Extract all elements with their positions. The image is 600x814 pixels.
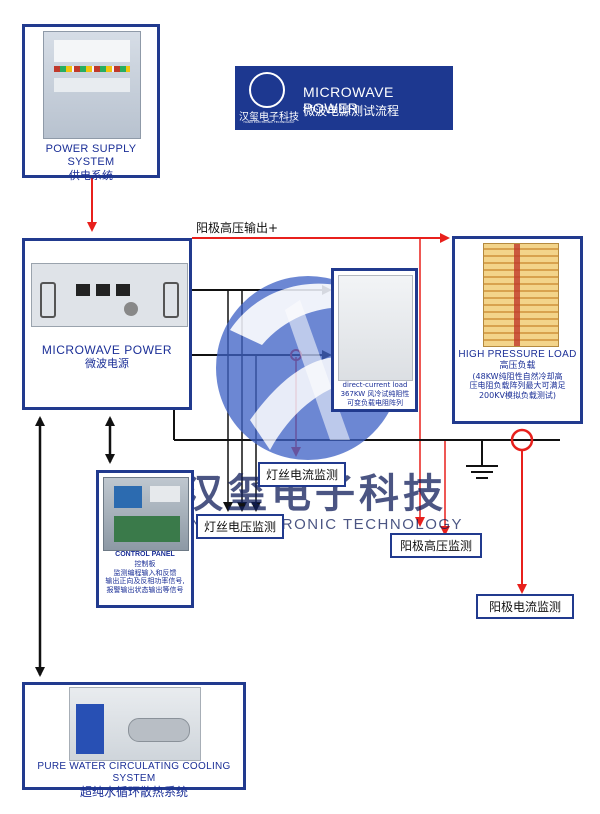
logo-text: 汉玺电子科技 <box>239 112 299 123</box>
anode-hv-monitor-label: 阳极高压监测 <box>390 533 482 558</box>
brand-logo-icon <box>249 72 285 108</box>
high-pressure-load-box: HIGH PRESSURE LOAD 高压负载 (48KW纯阻性自然冷却高 压电… <box>452 236 583 424</box>
power-supply-box: POWER SUPPLY SYSTEM 供电系统 <box>22 24 160 182</box>
logo-subtext: HANXI ELECTRONIC TECHNOLOGY <box>243 120 295 124</box>
anode-current-monitor-label: 阳极电流监测 <box>476 594 574 619</box>
power-cabinet-image <box>43 31 141 139</box>
control-panel-box: CONTROL PANEL 控制板 监测编程输入和反馈 输出正向及反相功率信号,… <box>96 470 194 608</box>
hp-load-title: HIGH PRESSURE LOAD <box>458 349 577 360</box>
control-panel-image <box>103 477 189 551</box>
cooling-system-title: PURE WATER CIRCULATING COOLING SYSTEM <box>37 761 231 784</box>
hp-load-desc-1: (48KW纯阻性自然冷却高 <box>472 371 563 381</box>
title-zh: 微波电源测试流程 <box>303 104 400 118</box>
cooling-system-box: PURE WATER CIRCULATING COOLING SYSTEM 超纯… <box>22 682 246 799</box>
control-panel-desc-1: 监测编程输入和反馈 <box>113 568 177 577</box>
dc-load-desc-2: 可变负载电阻阵列 <box>347 398 403 407</box>
power-supply-title: POWER SUPPLY SYSTEM <box>45 143 137 169</box>
hv-resistor-array-image <box>483 243 559 347</box>
hp-load-title-zh: 高压负载 <box>499 361 536 371</box>
hp-load-desc-2: 压电阻负载阵列最大可满足 <box>469 381 566 391</box>
dc-load-title: direct-current load <box>342 381 408 389</box>
dc-load-box: direct-current load 367KW 风冷试纯阻性 可变负载电阻阵… <box>331 268 418 412</box>
cooling-system-image <box>69 687 201 761</box>
microwave-power-title-zh: 微波电源 <box>85 357 129 371</box>
microwave-power-box: MICROWAVE POWER 微波电源 <box>22 238 192 410</box>
control-panel-desc-3: 报警输出状态输出等信号 <box>106 586 184 594</box>
title-block: 汉玺电子科技 HANXI ELECTRONIC TECHNOLOGY MICRO… <box>235 66 453 130</box>
control-panel-title: CONTROL PANEL <box>115 551 175 558</box>
anode-current-sensor <box>510 428 534 452</box>
dc-load-image <box>338 275 413 381</box>
anode-hv-output-label: 阳极高压输出+ <box>196 221 279 235</box>
microwave-power-title: MICROWAVE POWER <box>41 343 173 357</box>
filament-voltage-monitor-label: 灯丝电压监测 <box>196 514 285 539</box>
control-panel-title-zh: 控制板 <box>134 559 156 568</box>
filament-current-monitor-label: 灯丝电流监测 <box>258 462 347 487</box>
hp-load-desc-3: 200KV模拟负载测试) <box>478 390 557 400</box>
cooling-system-title-zh: 超纯水循环散热系统 <box>79 785 188 799</box>
dc-load-desc-1: 367KW 风冷试纯阻性 <box>340 389 410 398</box>
microwave-unit-image <box>31 263 188 327</box>
title-en: MICROWAVE POWER <box>303 84 394 116</box>
control-panel-desc-2: 输出正向及反相功率信号, <box>105 577 185 586</box>
power-supply-title-zh: 供电系统 <box>69 169 113 183</box>
